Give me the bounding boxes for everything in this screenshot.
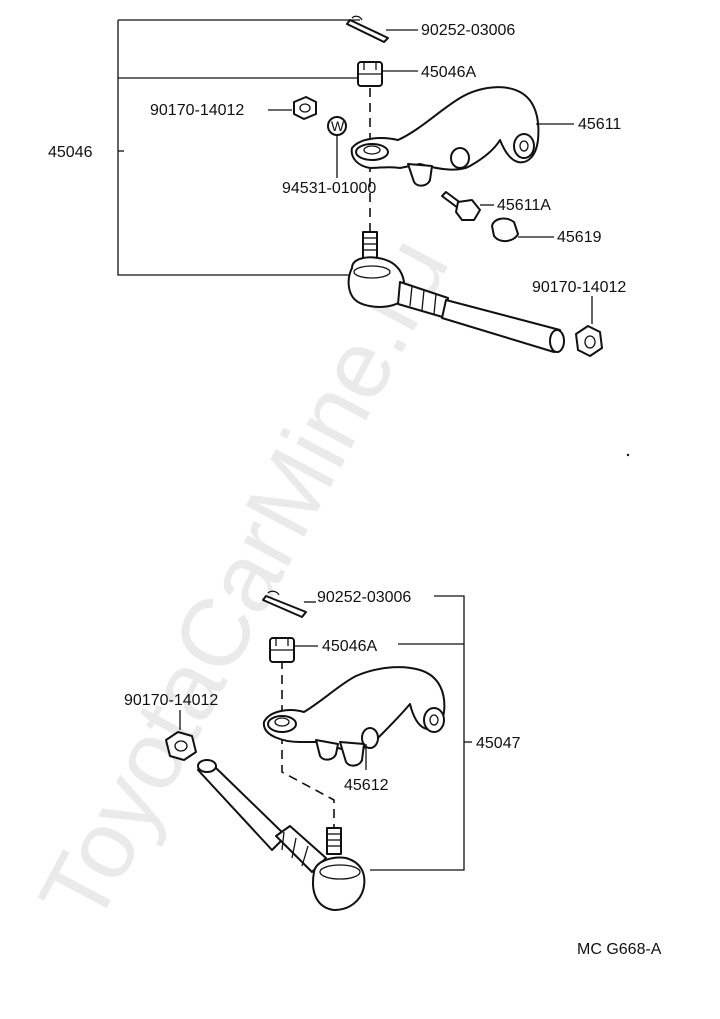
cotter-pin-icon	[262, 590, 307, 618]
label-upper-cotter-pin: 90252-03006	[421, 22, 515, 39]
label-lower-castle-nut: 45046A	[322, 638, 377, 655]
grease-fitting-icon: W	[327, 116, 347, 136]
tie-rod-end-icon	[347, 231, 565, 353]
grease-symbol: W	[331, 118, 345, 134]
label-lower-nut: 90170-14012	[124, 692, 218, 709]
label-upper-nut-left: 90170-14012	[150, 102, 244, 119]
hex-nut-icon	[165, 731, 197, 761]
diagram-code: MC G668-A	[577, 941, 662, 958]
label-steering-knuckle-arm-lower: 45612	[344, 777, 389, 794]
label-lower-assembly: 45047	[476, 735, 521, 752]
label-lower-cotter-pin: 90252-03006	[317, 589, 411, 606]
label-upper-castle-nut: 45046A	[421, 64, 476, 81]
acorn-nut-icon	[491, 217, 519, 242]
label-upper-assembly: 45046	[48, 144, 93, 161]
steering-knuckle-arm-icon	[350, 86, 540, 187]
label-grease-fitting: 94531-01000	[282, 180, 376, 197]
tie-rod-end-icon	[197, 759, 366, 911]
lower-assembly: 90252-03006 45046A 90170-14012 45047 456…	[124, 589, 521, 911]
castle-nut-icon	[269, 637, 295, 663]
watermark: ToyotaCarMine.ru	[19, 221, 469, 940]
castle-nut-icon	[357, 61, 383, 87]
hex-nut-icon	[293, 96, 317, 120]
label-arm-nut: 45619	[557, 229, 602, 246]
label-steering-knuckle-arm-upper: 45611	[578, 116, 621, 133]
label-arm-bolt: 45611A	[497, 197, 551, 214]
label-upper-nut-right: 90170-14012	[532, 279, 626, 296]
steering-knuckle-arm-icon	[262, 666, 446, 767]
cotter-pin-icon	[346, 15, 389, 43]
upper-assembly: W	[48, 15, 626, 357]
bolt-icon	[441, 191, 481, 221]
hex-nut-icon	[575, 325, 603, 357]
